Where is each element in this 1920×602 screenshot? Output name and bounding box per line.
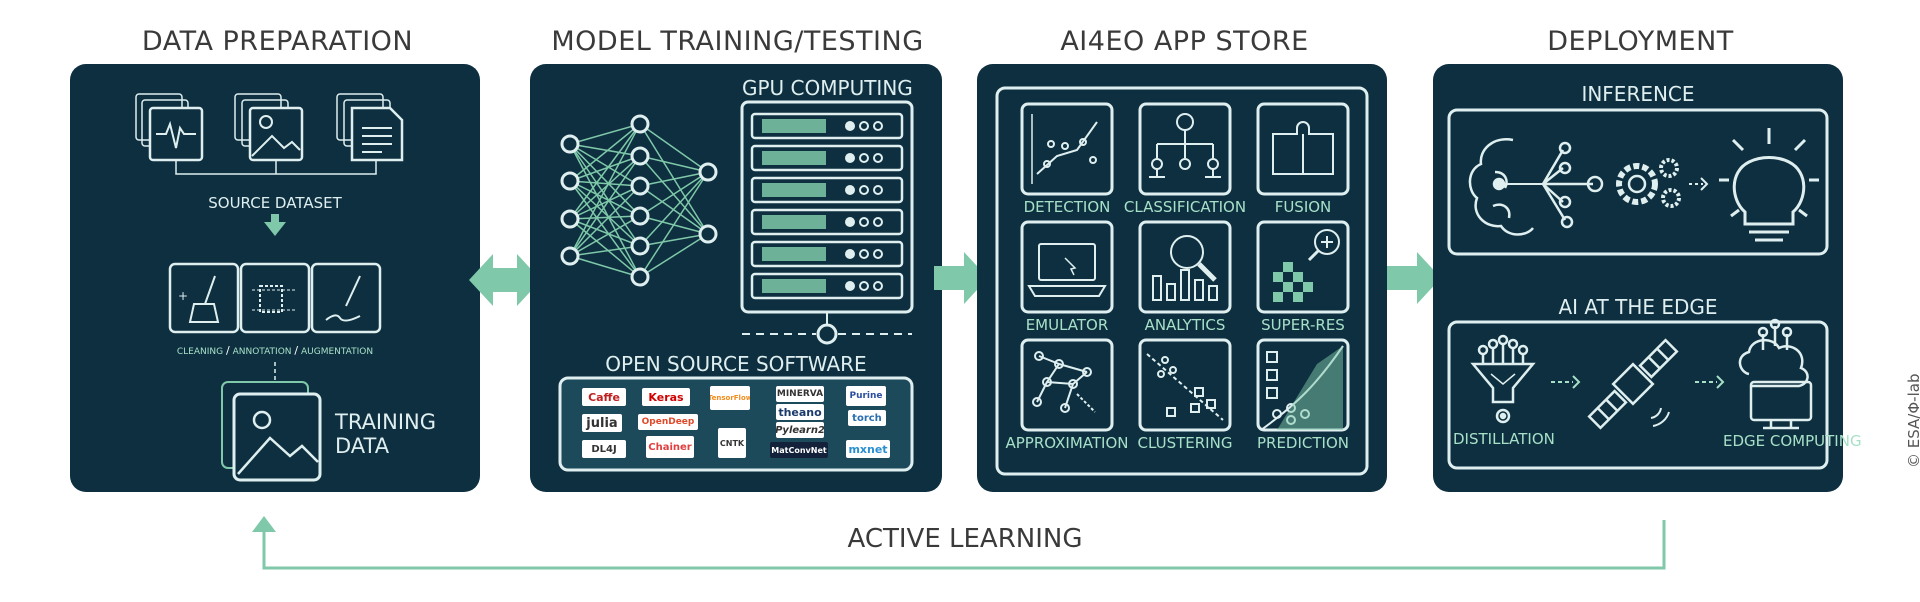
gpu-computing-label: GPU COMPUTING <box>742 76 913 100</box>
double-arrow-icon <box>469 254 541 306</box>
app-prediction-label: PREDICTION <box>1256 434 1349 452</box>
server-rack <box>750 272 904 300</box>
brain-icon <box>1468 138 1604 236</box>
gears-icon <box>1616 158 1709 208</box>
logo-cntk: CNTK <box>718 428 746 458</box>
step-cleaning: CLEANING <box>176 347 224 357</box>
heading-deployment: DEPLOYMENT <box>1547 26 1734 57</box>
logo-caffe: Caffe <box>582 388 626 406</box>
heading-data-preparation: DATA PREPARATION <box>141 26 414 57</box>
panel-data-preparation: + SOURCE DATASET CLEANING / ANNOTATION /… <box>70 64 480 492</box>
step-augmentation: AUGMENTATION <box>300 347 374 357</box>
logo-purine: Purine <box>846 386 886 406</box>
credit-text: © ESA/Φ-lab <box>1905 373 1920 468</box>
logo-tensorflow: TensorFlow <box>710 386 750 410</box>
panel-deployment: INFERENCE AI AT THE EDGE DISTILLATION ED… <box>1433 64 1862 492</box>
server-rack <box>750 112 904 140</box>
logo-julia: julia <box>582 414 622 432</box>
logo-keras: Keras <box>642 388 690 406</box>
nn-node <box>630 146 650 166</box>
server-rack <box>750 208 904 236</box>
step-separator: / <box>294 344 299 357</box>
nn-node <box>630 176 650 196</box>
training-data-label: TRAINING DATA <box>335 410 437 458</box>
inference-label: INFERENCE <box>1581 82 1695 106</box>
step-annotation: ANNOTATION <box>232 347 292 357</box>
nn-node <box>698 224 718 244</box>
app-emulator-label: EMULATOR <box>1025 316 1109 334</box>
arrow-right-icon <box>934 252 988 304</box>
heading-app-store: AI4EO APP STORE <box>1060 26 1309 57</box>
server-rack <box>750 240 904 268</box>
edge-computing-label: EDGE COMPUTING <box>1723 432 1862 450</box>
app-store-frame <box>995 86 1369 476</box>
logo-torch: torch <box>848 410 886 426</box>
distillation-label: DISTILLATION <box>1453 430 1555 448</box>
svg-text:+: + <box>178 289 188 303</box>
nn-node <box>630 267 650 287</box>
panel-app-store: DETECTION CLASSIFICATION FUSION EMULATOR… <box>977 64 1387 492</box>
server-rack <box>750 176 904 204</box>
app-classification-label: CLASSIFICATION <box>1123 198 1247 216</box>
ai-at-the-edge-label: AI AT THE EDGE <box>1558 295 1718 319</box>
deployment-frames <box>1447 108 1829 470</box>
app-super-res-label: SUPER-RES <box>1261 316 1345 334</box>
app-fusion-label: FUSION <box>1274 198 1332 216</box>
source-dataset-label: SOURCE DATASET <box>208 194 342 212</box>
nn-node <box>630 206 650 226</box>
prep-steps-label: CLEANING / ANNOTATION / AUGMENTATION <box>170 344 380 357</box>
logo-theano: theano <box>776 404 824 420</box>
logo-matconvnet: MatConvNet <box>770 442 828 458</box>
nn-node <box>560 171 580 191</box>
distillation-icon <box>1470 334 1536 424</box>
heading-model-training: MODEL TRAINING/TESTING <box>551 26 924 57</box>
nn-node <box>630 236 650 256</box>
nn-node <box>560 246 580 266</box>
arrow-right-icon <box>1387 252 1441 304</box>
edge-computing-icon <box>1738 318 1813 430</box>
app-clustering-label: CLUSTERING <box>1137 434 1233 452</box>
app-approximation-label: APPROXIMATION <box>1005 434 1129 452</box>
active-learning-label: ACTIVE LEARNING <box>847 524 1083 554</box>
open-source-software-label: OPEN SOURCE SOFTWARE <box>605 352 867 376</box>
logo-mxnet: mxnet <box>846 440 890 458</box>
nn-node <box>630 114 650 134</box>
logo-opendeep: OpenDeep <box>638 414 698 430</box>
neural-network-icon <box>560 114 718 287</box>
app-detection-label: DETECTION <box>1023 198 1111 216</box>
logo-dl4j: DL4J <box>582 440 626 458</box>
source-dataset-icons: + <box>135 93 404 482</box>
logo-minerva: MINERVA <box>776 386 824 402</box>
server-rack <box>750 144 904 172</box>
lightbulb-icon <box>1719 128 1819 242</box>
satellite-icon <box>1587 338 1679 430</box>
logo-pylearn2: Pylearn2 <box>776 422 824 438</box>
nn-node <box>560 209 580 229</box>
nn-node <box>698 162 718 182</box>
logo-chainer: Chainer <box>646 436 694 458</box>
step-separator: / <box>225 344 230 357</box>
app-analytics-label: ANALYTICS <box>1144 316 1226 334</box>
nn-node <box>560 134 580 154</box>
panel-model-training: GPU COMPUTING OPEN SOURCE SOFTWARE Caffe… <box>530 64 942 492</box>
